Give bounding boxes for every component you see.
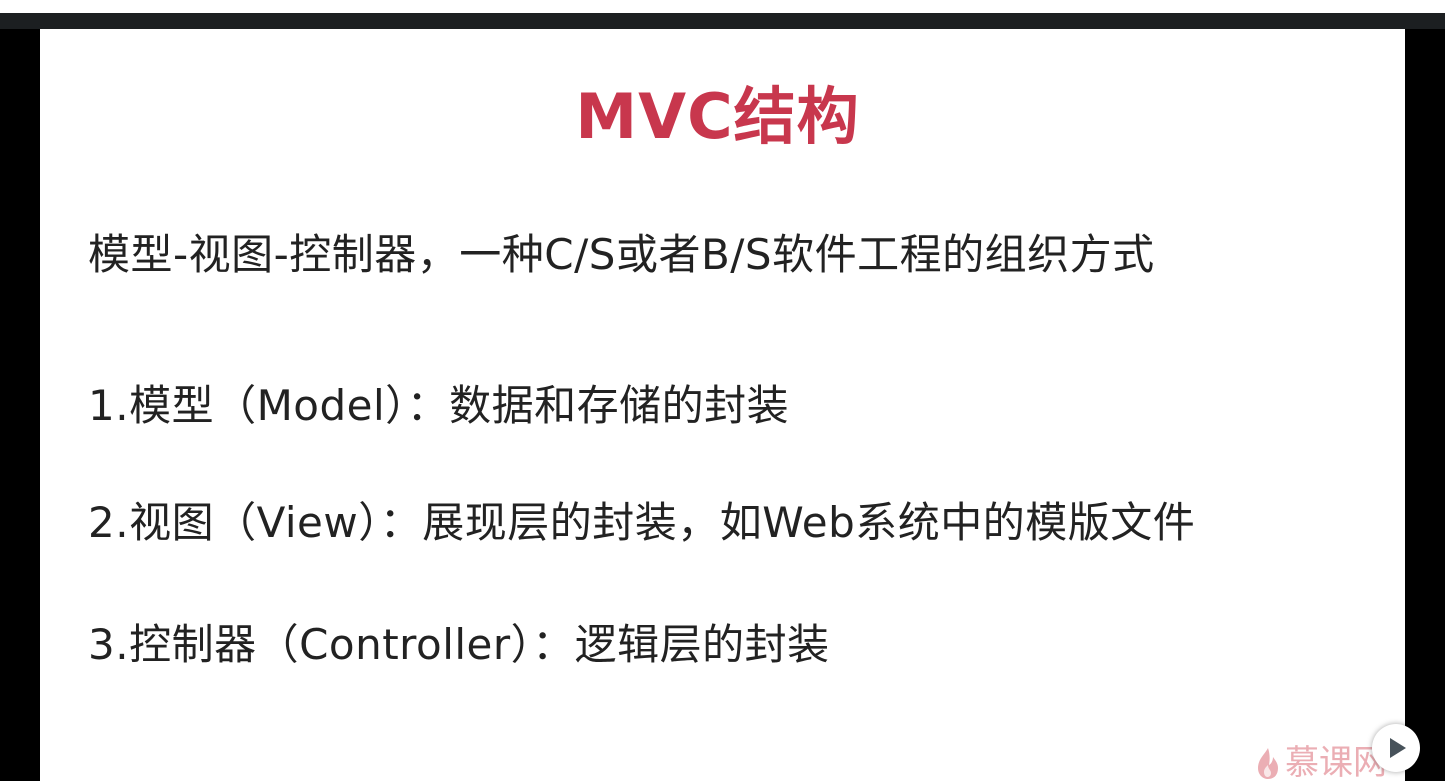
presentation-slide: MVC结构 模型-视图-控制器，一种C/S或者B/S软件工程的组织方式 1.模型… <box>40 29 1405 781</box>
slide-title: MVC结构 <box>575 80 860 153</box>
slide-subtitle: 模型-视图-控制器，一种C/S或者B/S软件工程的组织方式 <box>88 230 1155 279</box>
slide-item-view: 2.视图（View）：展现层的封装，如Web系统中的模版文件 <box>88 498 1196 547</box>
flame-icon <box>1255 746 1281 780</box>
watermark-text: 慕课网 <box>1285 743 1387 781</box>
video-player-top-bar <box>0 13 1445 29</box>
imooc-watermark: 慕课网 <box>1255 741 1387 781</box>
slide-item-model: 1.模型（Model）：数据和存储的封装 <box>88 381 790 430</box>
letterbox-left <box>0 29 40 781</box>
letterbox-right <box>1405 29 1445 781</box>
play-icon <box>1385 737 1407 759</box>
slide-item-controller: 3.控制器（Controller）：逻辑层的封装 <box>88 620 830 669</box>
play-button[interactable] <box>1372 724 1420 772</box>
top-strip <box>0 0 1445 13</box>
